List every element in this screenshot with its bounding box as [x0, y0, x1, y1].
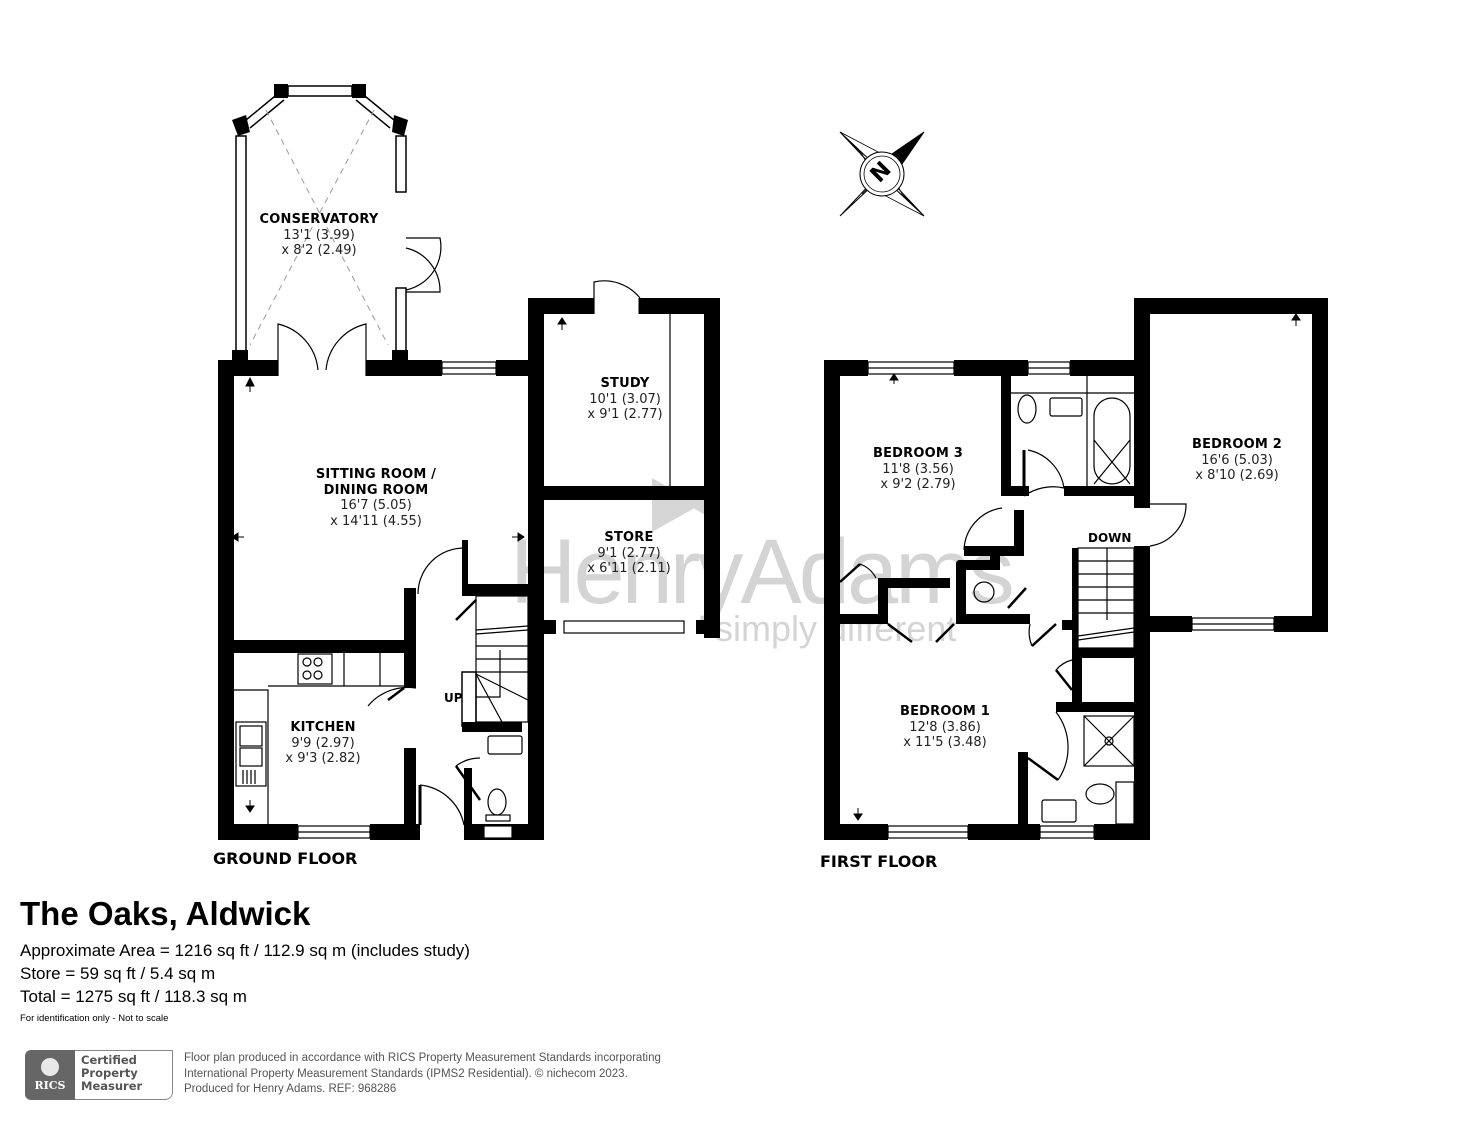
first-floor-doors [839, 449, 1187, 782]
room-store: STORE 9'1 (2.77) x 6'11 (2.11) [587, 530, 670, 577]
room-name: BEDROOM 2 [1191, 437, 1283, 452]
first-floor-walls [824, 298, 1328, 840]
room-name-line2: DINING ROOM [323, 482, 429, 498]
stairs-up-label: UP [444, 691, 463, 705]
footer-line-3: Produced for Henry Adams. REF: 968286 [184, 1083, 397, 1095]
first-floor-windows [867, 361, 1275, 839]
room-dim-length: 10'1 (3.07) [589, 391, 661, 407]
room-dim-width: x 8'2 (2.49) [281, 243, 357, 259]
room-dim-width: x 11'5 (3.48) [903, 735, 987, 751]
total-area: Total = 1275 sq ft / 118.3 sq m [20, 987, 247, 1006]
disclaimer: For identification only - Not to scale [20, 1013, 169, 1024]
room-sitting-dining: SITTING ROOM / DINING ROOM 16'7 (5.05) x… [316, 467, 436, 529]
kitchen-fittings [234, 653, 404, 826]
bathroom-fittings [973, 376, 1135, 825]
room-bedroom-3: BEDROOM 3 11'8 (3.56) x 9'2 (2.79) [873, 446, 963, 493]
first-floor-stairs [1077, 547, 1135, 649]
room-dim-width: x 9'2 (2.79) [880, 477, 956, 493]
stairs-down-label: DOWN [1088, 531, 1132, 545]
room-dim-width: x 9'1 (2.77) [587, 407, 663, 423]
room-dim-width: x 14'11 (4.55) [330, 513, 422, 529]
room-name: STORE [604, 530, 654, 545]
room-name: BEDROOM 3 [872, 446, 964, 461]
cert-line-2: Property [81, 1066, 138, 1080]
room-kitchen: KITCHEN 9'9 (2.97) x 9'3 (2.82) [285, 720, 360, 767]
room-dim-width: x 6'11 (2.11) [587, 561, 671, 577]
footer-line-1: Floor plan produced in accordance with R… [184, 1052, 661, 1064]
room-dim-length: 9'1 (2.77) [597, 545, 661, 561]
cert-line-1: Certified [81, 1053, 137, 1067]
approximate-area: Approximate Area = 1216 sq ft / 112.9 sq… [20, 941, 470, 960]
property-title: The Oaks, Aldwick [20, 895, 311, 932]
room-name: BEDROOM 1 [899, 704, 991, 719]
room-name-line1: SITTING ROOM / [315, 467, 437, 482]
room-name: KITCHEN [290, 720, 356, 735]
rics-cert-text: Certified Property Measurer [75, 1050, 173, 1100]
store-area: Store = 59 sq ft / 5.4 sq m [20, 964, 216, 983]
rics-lion-icon [41, 1058, 59, 1076]
room-dim-width: x 9'3 (2.82) [285, 751, 361, 767]
ground-floor-walls [218, 84, 720, 840]
footer-line-2: International Property Measurement Stand… [184, 1067, 628, 1080]
room-dim-length: 12'8 (3.86) [909, 719, 981, 735]
room-bedroom-2: BEDROOM 2 16'6 (5.03) x 8'10 (2.69) [1192, 437, 1282, 484]
dimension-arrows [231, 313, 1301, 821]
cert-line-3: Measurer [81, 1079, 143, 1093]
rics-logo: RICS [25, 1050, 75, 1100]
room-dim-length: 11'8 (3.56) [882, 461, 954, 477]
ground-floor-wc [485, 735, 523, 822]
footer-note: Floor plan produced in accordance with R… [184, 1051, 661, 1098]
rics-logo-text: RICS [34, 1079, 66, 1092]
room-dim-length: 9'9 (2.97) [291, 735, 355, 751]
ground-floor-stairs [461, 595, 529, 727]
room-name: CONSERVATORY [259, 212, 379, 227]
room-conservatory: CONSERVATORY 13'1 (3.99) x 8'2 (2.49) [260, 212, 379, 259]
rics-certified-badge: RICS Certified Property Measurer [25, 1050, 173, 1100]
conservatory-glazing [235, 85, 407, 353]
room-bedroom-1: BEDROOM 1 12'8 (3.86) x 11'5 (3.48) [900, 704, 990, 751]
compass-north-icon [839, 131, 925, 217]
room-dim-length: 16'7 (5.05) [340, 498, 412, 514]
room-dim-length: 13'1 (3.99) [283, 227, 355, 243]
ground-floor-label: GROUND FLOOR [213, 849, 358, 868]
room-dim-length: 16'6 (5.03) [1201, 452, 1273, 468]
room-study: STUDY 10'1 (3.07) x 9'1 (2.77) [587, 376, 662, 423]
ground-floor-doors [277, 237, 642, 826]
room-dim-width: x 8'10 (2.69) [1195, 468, 1279, 484]
room-name: STUDY [600, 376, 650, 391]
first-floor-label: FIRST FLOOR [820, 852, 938, 871]
ground-floor-windows [297, 361, 685, 839]
